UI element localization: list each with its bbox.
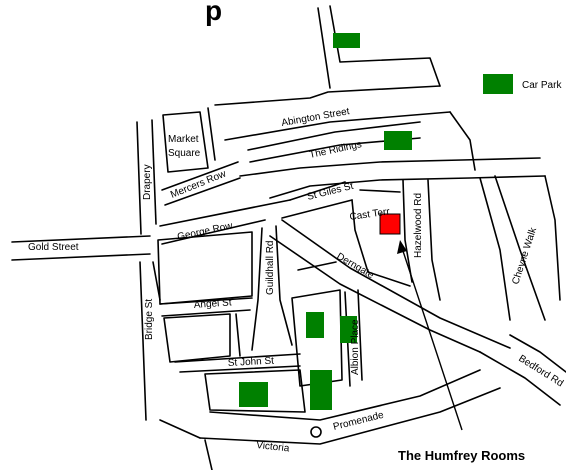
roads: [11, 5, 566, 470]
destination-label: The Humfrey Rooms: [398, 448, 525, 463]
road-north-w: [317, 7, 331, 89]
road-castle-inner: [359, 189, 401, 193]
road-drapery-west: [136, 121, 142, 235]
label-guildhall-rd: Guildhall Rd: [265, 241, 276, 295]
label-george-row: George Row: [176, 220, 234, 243]
car-park-southwest: [239, 382, 268, 407]
road-drapery-east: [151, 119, 157, 225]
car-park-ridings: [384, 131, 412, 150]
road-guildhall-e: [275, 225, 293, 346]
road-sw-edge: [159, 419, 201, 439]
road-abington-n: [214, 85, 441, 106]
label-gold-street: Gold Street: [28, 242, 79, 253]
block-north-angel: [157, 231, 253, 305]
label-bridge-st: Bridge St: [144, 299, 155, 340]
road-east-upper2: [239, 157, 541, 177]
street-labels: Gold Street Bridge St Drapery Market Squ…: [28, 106, 565, 454]
label-market-1: Market: [168, 134, 199, 145]
label-victoria: Victoria: [256, 440, 291, 454]
road-market-east: [207, 107, 216, 161]
label-st-john-st: St John St: [228, 356, 275, 369]
road-albion-e: [357, 289, 363, 381]
label-the-ridings: The Ridings: [308, 139, 362, 161]
destination-arrow: [397, 240, 463, 431]
road-george-row-n: [159, 199, 291, 227]
road-ridings-n: [247, 121, 421, 151]
block-central-2: [297, 261, 337, 271]
road-angel-s: [161, 309, 251, 317]
road-st-john-s: [179, 365, 301, 373]
road-hazelwood-e: [427, 179, 441, 301]
road-bedford-n: [509, 334, 566, 373]
road-george-row-s: [161, 219, 266, 245]
road-inner-s: [235, 313, 241, 357]
label-bedford-rd: Bedford Rd: [516, 353, 565, 389]
road-east-edge: [544, 175, 561, 301]
road-cheyne-w: [479, 177, 511, 321]
label-abington-street: Abington Street: [281, 106, 351, 129]
roundabout: [310, 426, 322, 438]
road-castle-terr: [351, 199, 411, 287]
legend-car-park-label: Car Park: [522, 80, 562, 91]
car-park-north: [333, 33, 360, 48]
road-south-vertical: [204, 439, 213, 470]
road-bedford-s: [479, 351, 561, 406]
road-hazelwood-w: [402, 179, 413, 283]
label-angel-st: Angel St: [193, 297, 232, 311]
road-bridge-st-east: [152, 261, 161, 301]
road-derngate-n: [281, 219, 511, 349]
block-market-square: [162, 111, 209, 173]
road-st-john-n: [174, 353, 301, 363]
block-southwest: [204, 369, 306, 413]
car-park-central-w: [306, 312, 324, 338]
legend-car-park-swatch: [483, 74, 513, 94]
road-gold-street-south: [11, 253, 151, 261]
road-abington-s: [224, 111, 451, 141]
road-angel-n: [159, 297, 253, 305]
label-hazelwood-rd: Hazelwood Rd: [413, 193, 424, 258]
road-gold-street-north: [11, 235, 151, 243]
block-central: [291, 289, 343, 387]
destination-marker[interactable]: [379, 213, 401, 235]
label-market-2: Square: [168, 148, 201, 159]
car-park-south: [310, 370, 332, 410]
block-south-angel: [163, 313, 231, 363]
car-park-central-e: [340, 316, 357, 343]
label-drapery: Drapery: [142, 164, 153, 200]
road-bridge-st-west: [139, 261, 147, 421]
road-promenade-n: [209, 369, 481, 421]
road-st-giles-s: [281, 199, 353, 219]
road-guildhall-w: [251, 227, 263, 351]
road-st-giles-n: [289, 181, 346, 201]
label-albion-place: Albion Place: [350, 319, 361, 375]
title-fragment: p: [205, 0, 222, 26]
road-promenade-s: [199, 387, 501, 445]
road-derngate-s: [269, 235, 481, 353]
road-mercers-row-s: [164, 177, 241, 206]
car-parks: [239, 33, 513, 410]
road-mercers-row-n: [161, 161, 239, 191]
label-derngate: Derngate: [335, 251, 377, 281]
road-cheyne-e: [494, 175, 546, 321]
road-east-upper: [449, 111, 476, 171]
